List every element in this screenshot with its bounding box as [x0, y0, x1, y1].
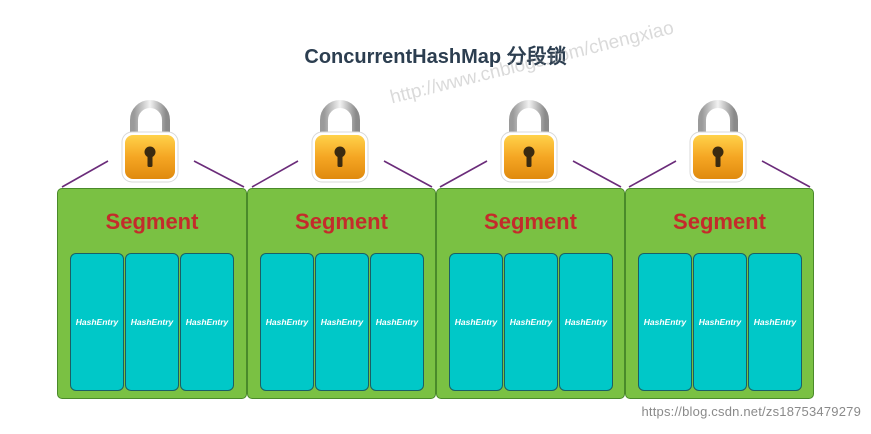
hash-entry-label: HashEntry: [454, 317, 498, 327]
hash-entry: HashEntry: [504, 253, 558, 391]
segment-label: Segment: [673, 209, 766, 234]
hash-entry-label: HashEntry: [320, 317, 364, 327]
hash-entry: HashEntry: [559, 253, 613, 391]
segment-label: Segment: [484, 209, 577, 234]
hash-entry-label: HashEntry: [185, 317, 229, 327]
padlock-icon: [121, 100, 179, 183]
hash-entry-label: HashEntry: [564, 317, 608, 327]
hash-entry: HashEntry: [315, 253, 369, 391]
hash-entry-label: HashEntry: [375, 317, 419, 327]
hash-entry-label: HashEntry: [698, 317, 742, 327]
hash-entry-label: HashEntry: [753, 317, 797, 327]
hash-entry: HashEntry: [693, 253, 747, 391]
hash-entry-label: HashEntry: [265, 317, 309, 327]
hash-entry-label: HashEntry: [643, 317, 687, 327]
hash-entry-label: HashEntry: [75, 317, 119, 327]
hash-entry-label: HashEntry: [509, 317, 553, 327]
hash-entry: HashEntry: [125, 253, 179, 391]
padlock-icon: [311, 100, 369, 183]
segment-box: Segment HashEntry HashEntry HashEntry: [436, 188, 625, 399]
hash-entry: HashEntry: [748, 253, 802, 391]
segment-label: Segment: [105, 209, 199, 234]
hash-entry: HashEntry: [260, 253, 314, 391]
padlock-icon: [500, 100, 558, 183]
hash-entry: HashEntry: [449, 253, 503, 391]
padlock-icon: [689, 100, 747, 183]
hash-entry: HashEntry: [70, 253, 124, 391]
hash-entry: HashEntry: [370, 253, 424, 391]
hash-entry: HashEntry: [638, 253, 692, 391]
hash-entry-label: HashEntry: [130, 317, 174, 327]
watermark-csdn: https://blog.csdn.net/zs18753479279: [641, 404, 861, 419]
diagram-title: ConcurrentHashMap 分段锁: [304, 46, 567, 68]
segment-box: Segment HashEntry HashEntry HashEntry: [57, 188, 247, 399]
hash-entry: HashEntry: [180, 253, 234, 391]
segment-label: Segment: [295, 209, 388, 234]
segment-box: Segment HashEntry HashEntry HashEntry: [247, 188, 436, 399]
segment-box: Segment HashEntry HashEntry HashEntry: [625, 188, 814, 399]
